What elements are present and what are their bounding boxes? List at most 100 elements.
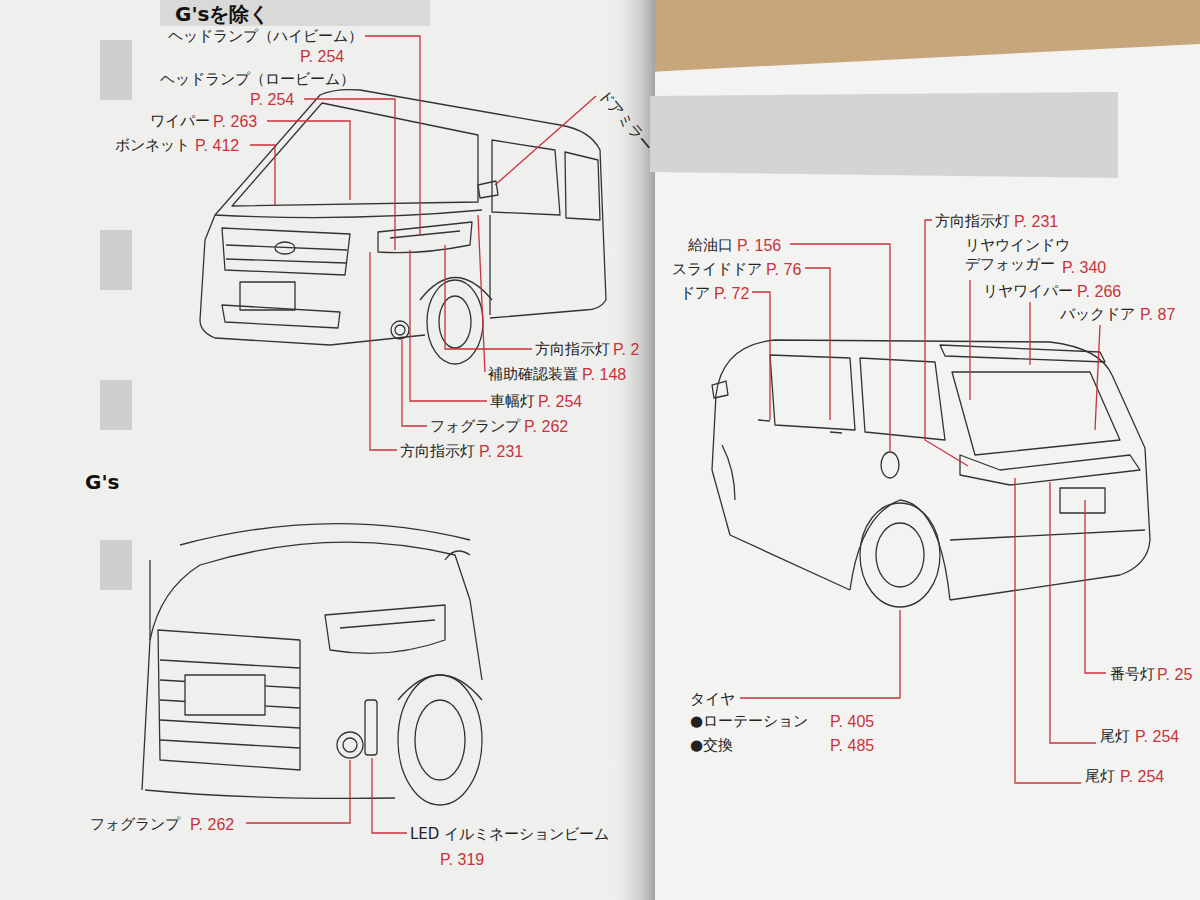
leader-lines-stroke bbox=[370, 252, 397, 450]
front-van-illustration-stroke bbox=[200, 90, 606, 320]
part-name: ヘッドランプ（ロービーム） bbox=[160, 70, 355, 89]
rear-van-illustration-stroke bbox=[876, 523, 924, 587]
page-reference: P. 148 bbox=[582, 365, 626, 385]
front-van-illustration-stroke bbox=[232, 103, 478, 206]
rear-van-illustration-stroke bbox=[860, 503, 940, 607]
gs-front-illustration-stroke bbox=[398, 675, 482, 805]
front-van-illustration-stroke bbox=[240, 282, 295, 310]
leader-lines-stroke bbox=[1015, 478, 1081, 783]
front-van-illustration-stroke bbox=[222, 228, 350, 275]
page-reference: P. 87 bbox=[1140, 305, 1175, 325]
gs-front-illustration-stroke bbox=[149, 560, 150, 640]
page-reference: P. 262 bbox=[190, 815, 234, 835]
part-name: LED イルミネーションビーム bbox=[410, 825, 609, 844]
page-reference: P. 25 bbox=[1157, 665, 1192, 685]
page-reference: P. 263 bbox=[213, 112, 257, 132]
page-reference: P. 254 bbox=[1135, 727, 1179, 747]
gs-front-illustration-stroke bbox=[185, 675, 265, 715]
front-van-illustration-stroke bbox=[222, 305, 340, 328]
front-van-illustration-stroke bbox=[565, 152, 600, 220]
rear-van-illustration-stroke bbox=[1060, 488, 1105, 513]
page-reference: P. 412 bbox=[195, 136, 239, 156]
part-name: リヤワイパー bbox=[983, 282, 1073, 301]
page-reference: P. 485 bbox=[830, 736, 874, 756]
front-van-illustration-stroke bbox=[427, 280, 483, 364]
gs-front-illustration-stroke bbox=[180, 524, 470, 545]
leader-lines-stroke bbox=[267, 121, 350, 200]
leader-lines-stroke bbox=[402, 340, 427, 426]
rear-van-illustration-stroke bbox=[960, 455, 1140, 485]
front-van-illustration-stroke bbox=[395, 325, 405, 335]
page-reference: P. 405 bbox=[830, 712, 874, 732]
part-name: ドアミラー bbox=[594, 86, 657, 156]
gs-front-illustration bbox=[142, 524, 482, 805]
front-van-illustration-stroke bbox=[275, 242, 295, 254]
page-tab bbox=[100, 40, 132, 100]
gs-front-illustration-stroke bbox=[445, 551, 470, 560]
leader-lines-stroke bbox=[1050, 482, 1096, 743]
part-name: 補助確認装置 bbox=[488, 365, 578, 384]
rear-van-illustration-stroke bbox=[712, 381, 728, 398]
part-name: 方向指示灯 bbox=[935, 212, 1010, 231]
page-reference: P. 72 bbox=[714, 284, 749, 304]
gs-front-illustration-stroke bbox=[343, 738, 357, 752]
left-page bbox=[0, 0, 655, 900]
leader-lines-stroke bbox=[478, 215, 485, 372]
front-van-illustration-stroke bbox=[492, 140, 560, 215]
leader-lines-stroke bbox=[410, 250, 487, 401]
page-reference: P. 231 bbox=[1014, 212, 1058, 232]
part-name: ワイパー bbox=[150, 112, 210, 131]
gs-front-illustration-stroke bbox=[415, 700, 465, 780]
part-name: ボンネット bbox=[115, 136, 190, 155]
leader-lines-stroke bbox=[495, 96, 596, 185]
page-tab bbox=[100, 380, 132, 430]
leader-lines-stroke bbox=[250, 145, 275, 205]
rear-van-illustration-stroke bbox=[770, 355, 855, 430]
page-reference: P. 231 bbox=[479, 442, 523, 462]
gs-front-illustration-stroke bbox=[340, 620, 435, 628]
page-reference: P. 254 bbox=[538, 392, 582, 412]
leader-lines bbox=[246, 36, 1106, 833]
part-name: ヘッドランプ（ハイビーム） bbox=[168, 27, 363, 46]
leader-lines-stroke bbox=[372, 758, 407, 833]
header-bar bbox=[650, 92, 1118, 178]
part-name: ●ローテーション bbox=[690, 712, 808, 731]
page-tab bbox=[100, 540, 132, 590]
leader-lines-stroke bbox=[1085, 500, 1106, 673]
leader-lines-stroke bbox=[969, 280, 970, 400]
part-name: タイヤ bbox=[690, 690, 735, 709]
rear-van-illustration-stroke bbox=[881, 452, 899, 478]
part-name: 尾灯 bbox=[1085, 767, 1115, 786]
part-name: ドア bbox=[680, 284, 710, 303]
leader-lines-stroke bbox=[365, 36, 420, 235]
gs-front-illustration-stroke bbox=[365, 700, 377, 755]
page-reference: P. 254 bbox=[1120, 767, 1164, 787]
page-reference: P. 156 bbox=[737, 236, 781, 256]
rear-van-illustration bbox=[712, 340, 1150, 607]
part-name: スライドドア bbox=[672, 260, 762, 279]
front-van-illustration bbox=[200, 90, 606, 364]
front-van-illustration-stroke bbox=[478, 181, 498, 198]
leader-lines-stroke bbox=[1029, 302, 1030, 365]
part-name: 給油口 bbox=[688, 236, 733, 255]
part-name: 尾灯 bbox=[1100, 727, 1130, 746]
section-heading: G's bbox=[85, 470, 119, 495]
part-name: ●交換 bbox=[690, 736, 733, 755]
leader-lines-stroke bbox=[805, 268, 830, 420]
leader-lines-stroke bbox=[925, 220, 968, 466]
gs-front-illustration-stroke bbox=[145, 790, 395, 798]
rear-van-illustration-stroke bbox=[952, 372, 1120, 455]
leader-lines-stroke bbox=[790, 244, 890, 452]
front-van-illustration-stroke bbox=[390, 231, 460, 238]
front-van-illustration-stroke bbox=[391, 321, 409, 339]
part-name: 番号灯 bbox=[1110, 665, 1155, 684]
page-tab bbox=[100, 230, 132, 290]
front-van-illustration-stroke bbox=[200, 320, 425, 345]
heading-band bbox=[160, 0, 430, 26]
part-name: 車幅灯 bbox=[490, 392, 535, 411]
leader-lines-stroke bbox=[445, 245, 532, 349]
page-reference: P. 254 bbox=[250, 90, 294, 110]
part-name: フォグランプ bbox=[90, 815, 180, 834]
